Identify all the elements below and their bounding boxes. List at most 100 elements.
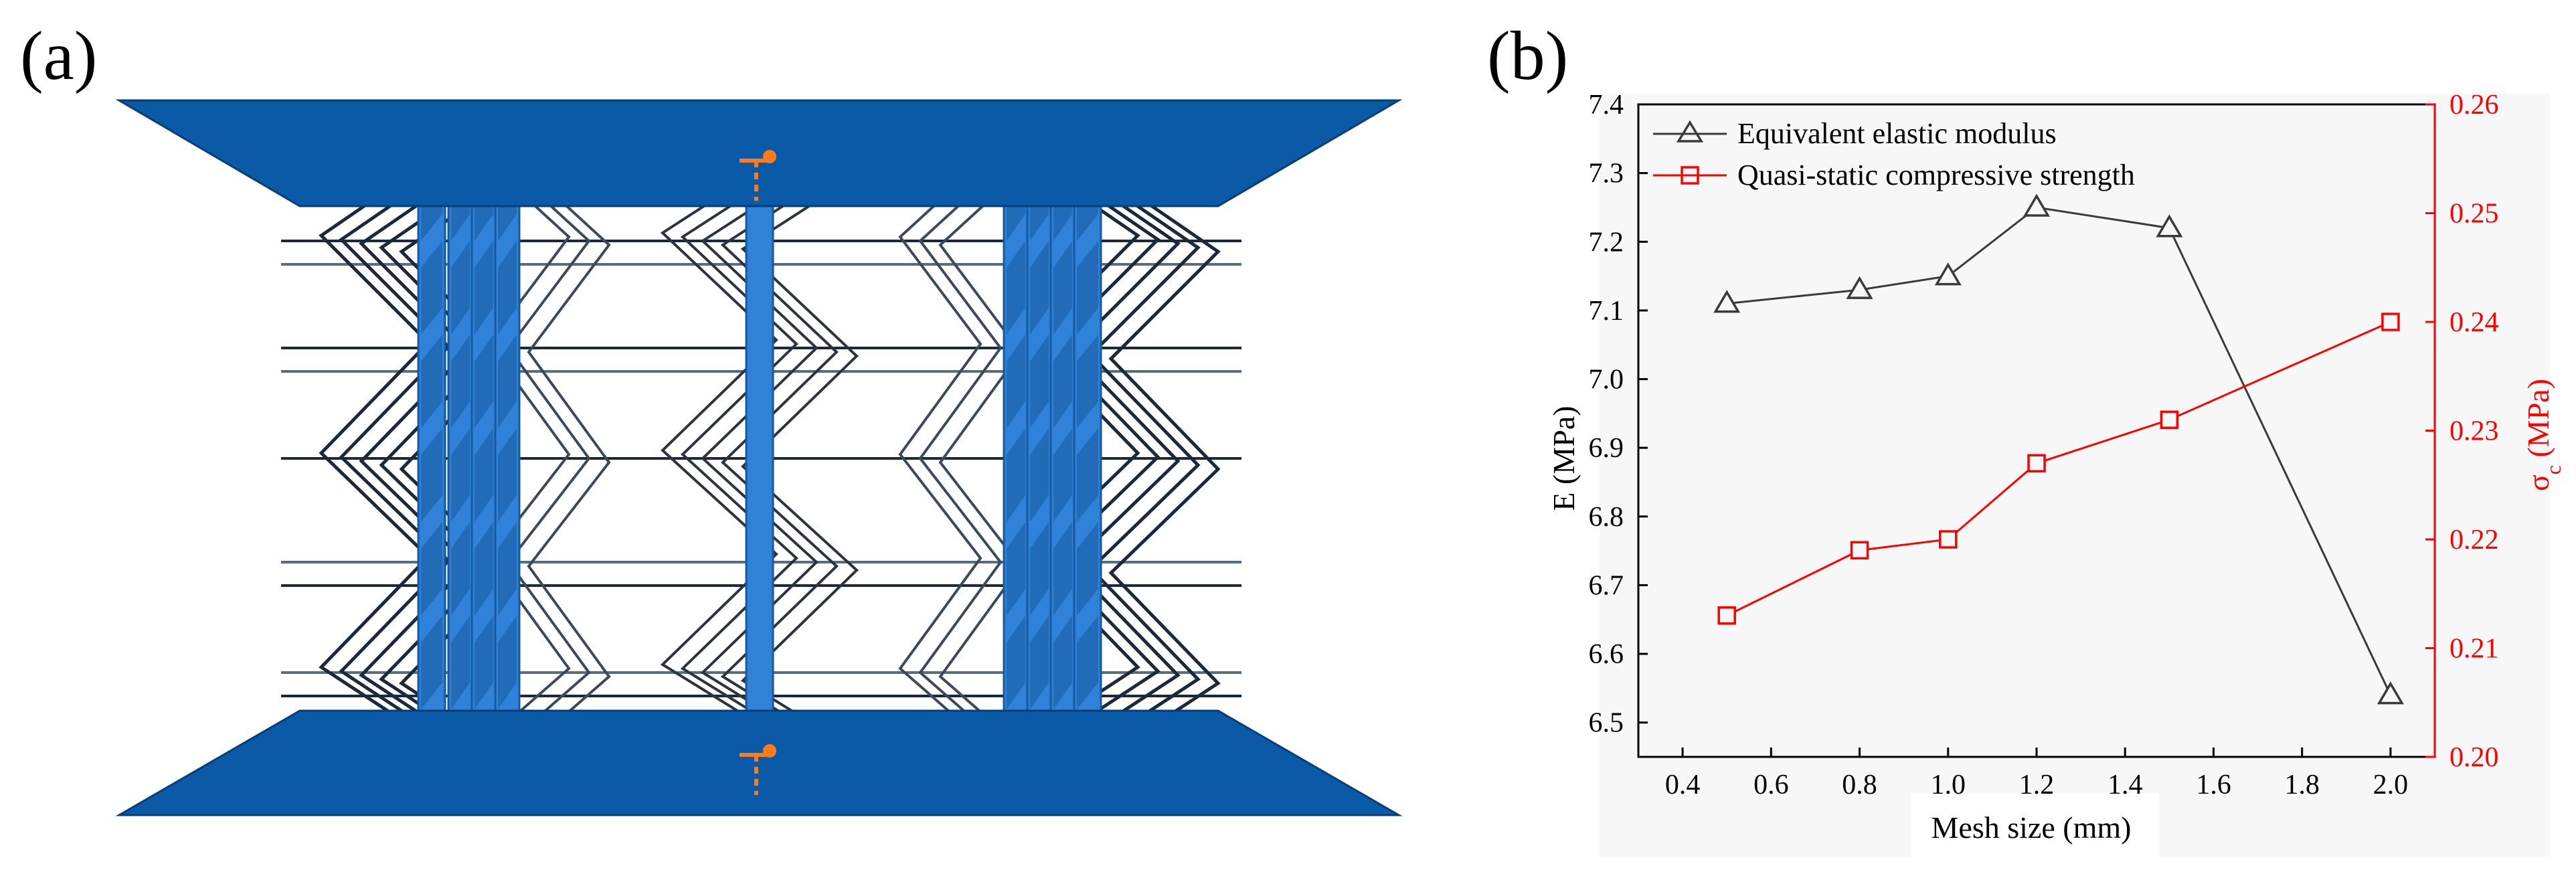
series-line-strength bbox=[1726, 321, 2391, 617]
model-core-facet bbox=[1030, 241, 1049, 335]
model-core-facet bbox=[451, 335, 470, 428]
model-core-facet bbox=[1077, 522, 1098, 616]
model-core-facet bbox=[421, 616, 442, 709]
model-zigzag-frame bbox=[720, 170, 839, 748]
x-tick-label: 1.6 bbox=[2196, 770, 2231, 800]
model-core-facet bbox=[498, 335, 517, 428]
y-left-tick-label: 7.4 bbox=[1589, 90, 1624, 120]
data-point-triangle bbox=[2023, 193, 2051, 217]
load-markers bbox=[740, 150, 776, 795]
y-left-tick-label: 6.9 bbox=[1589, 433, 1624, 464]
x-tick-label: 1.0 bbox=[1931, 770, 1966, 800]
model-zigzag-frame bbox=[680, 162, 798, 740]
y-right-tick-label: 0.23 bbox=[2450, 416, 2499, 447]
chart-background bbox=[1600, 94, 2550, 857]
model-zigzag-frame bbox=[507, 166, 591, 744]
series-line-modulus bbox=[1727, 206, 2392, 696]
right-y-axis-unit: (MPa) bbox=[2521, 379, 2555, 465]
legend-triangle-marker bbox=[1676, 120, 1704, 143]
model-core-facet bbox=[498, 428, 517, 522]
right-y-axis-symbol: σ bbox=[2521, 474, 2555, 491]
load-marker-dot bbox=[763, 150, 776, 163]
y-right-tick-label: 0.26 bbox=[2450, 90, 2499, 120]
model-core-facet bbox=[421, 335, 442, 428]
model-core-facet bbox=[475, 241, 493, 335]
model-zigzag-frame bbox=[740, 174, 859, 752]
x-tick-label: 1.2 bbox=[2019, 770, 2055, 800]
model-core-facet bbox=[498, 616, 517, 709]
x-tick-label: 0.6 bbox=[1753, 770, 1789, 800]
chart-series bbox=[1713, 193, 2404, 705]
legend-label-modulus: Equivalent elastic modulus bbox=[1737, 117, 2057, 150]
model-zigzag-frame bbox=[527, 170, 611, 748]
model-core-facet bbox=[498, 522, 517, 616]
model-core-facet bbox=[1053, 241, 1072, 335]
x-tick-label: 1.8 bbox=[2284, 770, 2320, 800]
panel-b-label: (b) bbox=[1487, 17, 1568, 94]
y-right-tick-label: 0.22 bbox=[2450, 525, 2499, 555]
x-tick-label: 1.4 bbox=[2108, 770, 2143, 800]
model-core-facet bbox=[1030, 616, 1049, 709]
model-zigzag-frame bbox=[359, 168, 471, 748]
y-left-tick-label: 6.5 bbox=[1589, 708, 1624, 739]
model-core-facet bbox=[475, 335, 493, 428]
data-point-triangle bbox=[2156, 214, 2183, 238]
model-core-facet bbox=[1030, 522, 1049, 616]
model-core-facet bbox=[421, 428, 442, 522]
model-core-facet bbox=[475, 522, 493, 616]
model-core-facet bbox=[421, 522, 442, 616]
y-right-tick-label: 0.25 bbox=[2450, 199, 2499, 230]
x-tick-label: 2.0 bbox=[2373, 770, 2409, 800]
y-left-tick-label: 7.0 bbox=[1589, 365, 1624, 396]
chart-legend: Equivalent elastic modulus Quasi-static … bbox=[1653, 117, 2135, 191]
legend-label-strength: Quasi-static compressive strength bbox=[1737, 159, 2135, 191]
panel-a-label: (a) bbox=[20, 17, 97, 94]
y-right-tick-label: 0.24 bbox=[2450, 307, 2499, 338]
model-core-facet bbox=[1007, 335, 1025, 428]
data-point-square bbox=[2027, 454, 2046, 472]
data-point-square bbox=[1939, 530, 1958, 549]
data-point-square bbox=[1850, 541, 1869, 559]
model-zigzag-frame bbox=[918, 166, 1003, 744]
model-zigzag-frame bbox=[1088, 172, 1201, 752]
model-core-facet bbox=[451, 616, 470, 709]
model-core-facet bbox=[1077, 616, 1098, 709]
model-core-facet bbox=[1030, 335, 1049, 428]
model-core-facet bbox=[498, 241, 517, 335]
model-zigzag-frame bbox=[1108, 176, 1221, 756]
xlabel-background bbox=[1911, 793, 2159, 860]
fem-model-illustration bbox=[114, 94, 1405, 816]
model-core-facet bbox=[475, 616, 493, 709]
model-zigzag-frame bbox=[339, 164, 451, 743]
model-core-facet bbox=[451, 522, 470, 616]
y-right-tick-label: 0.20 bbox=[2450, 742, 2499, 773]
data-point-triangle bbox=[1713, 290, 1741, 313]
x-tick-label: 0.4 bbox=[1665, 770, 1701, 800]
y-left-tick-label: 6.6 bbox=[1589, 639, 1624, 670]
model-zigzag-frame bbox=[938, 170, 1023, 748]
y-left-tick-label: 6.7 bbox=[1589, 570, 1624, 601]
model-core-facet bbox=[1007, 522, 1025, 616]
data-point-square bbox=[1717, 606, 1736, 625]
legend-square-marker bbox=[1681, 166, 1699, 185]
model-zigzag-frame bbox=[1048, 164, 1161, 743]
model-core-facet bbox=[1077, 428, 1098, 522]
right-y-axis-title: σc (MPa) bbox=[2521, 379, 2565, 491]
data-point-triangle bbox=[1934, 262, 1962, 286]
model-core-facet bbox=[1007, 241, 1025, 335]
model-core-facet bbox=[1053, 428, 1072, 522]
model-core-facet bbox=[451, 428, 470, 522]
model-core-facet bbox=[1007, 616, 1025, 709]
model-zigzag-frame bbox=[700, 166, 819, 744]
load-marker-dot bbox=[763, 744, 776, 758]
top-plate bbox=[115, 99, 1403, 207]
bottom-plate bbox=[115, 709, 1403, 816]
left-y-axis-title: E (MPa) bbox=[1547, 406, 1581, 511]
model-core-facet bbox=[1007, 428, 1025, 522]
model-core-facet bbox=[1053, 335, 1072, 428]
model-core-facet bbox=[1077, 241, 1098, 335]
model-zigzag-frame bbox=[660, 158, 778, 736]
model-zigzag-frame bbox=[1028, 160, 1140, 739]
model-core-facet bbox=[1053, 522, 1072, 616]
